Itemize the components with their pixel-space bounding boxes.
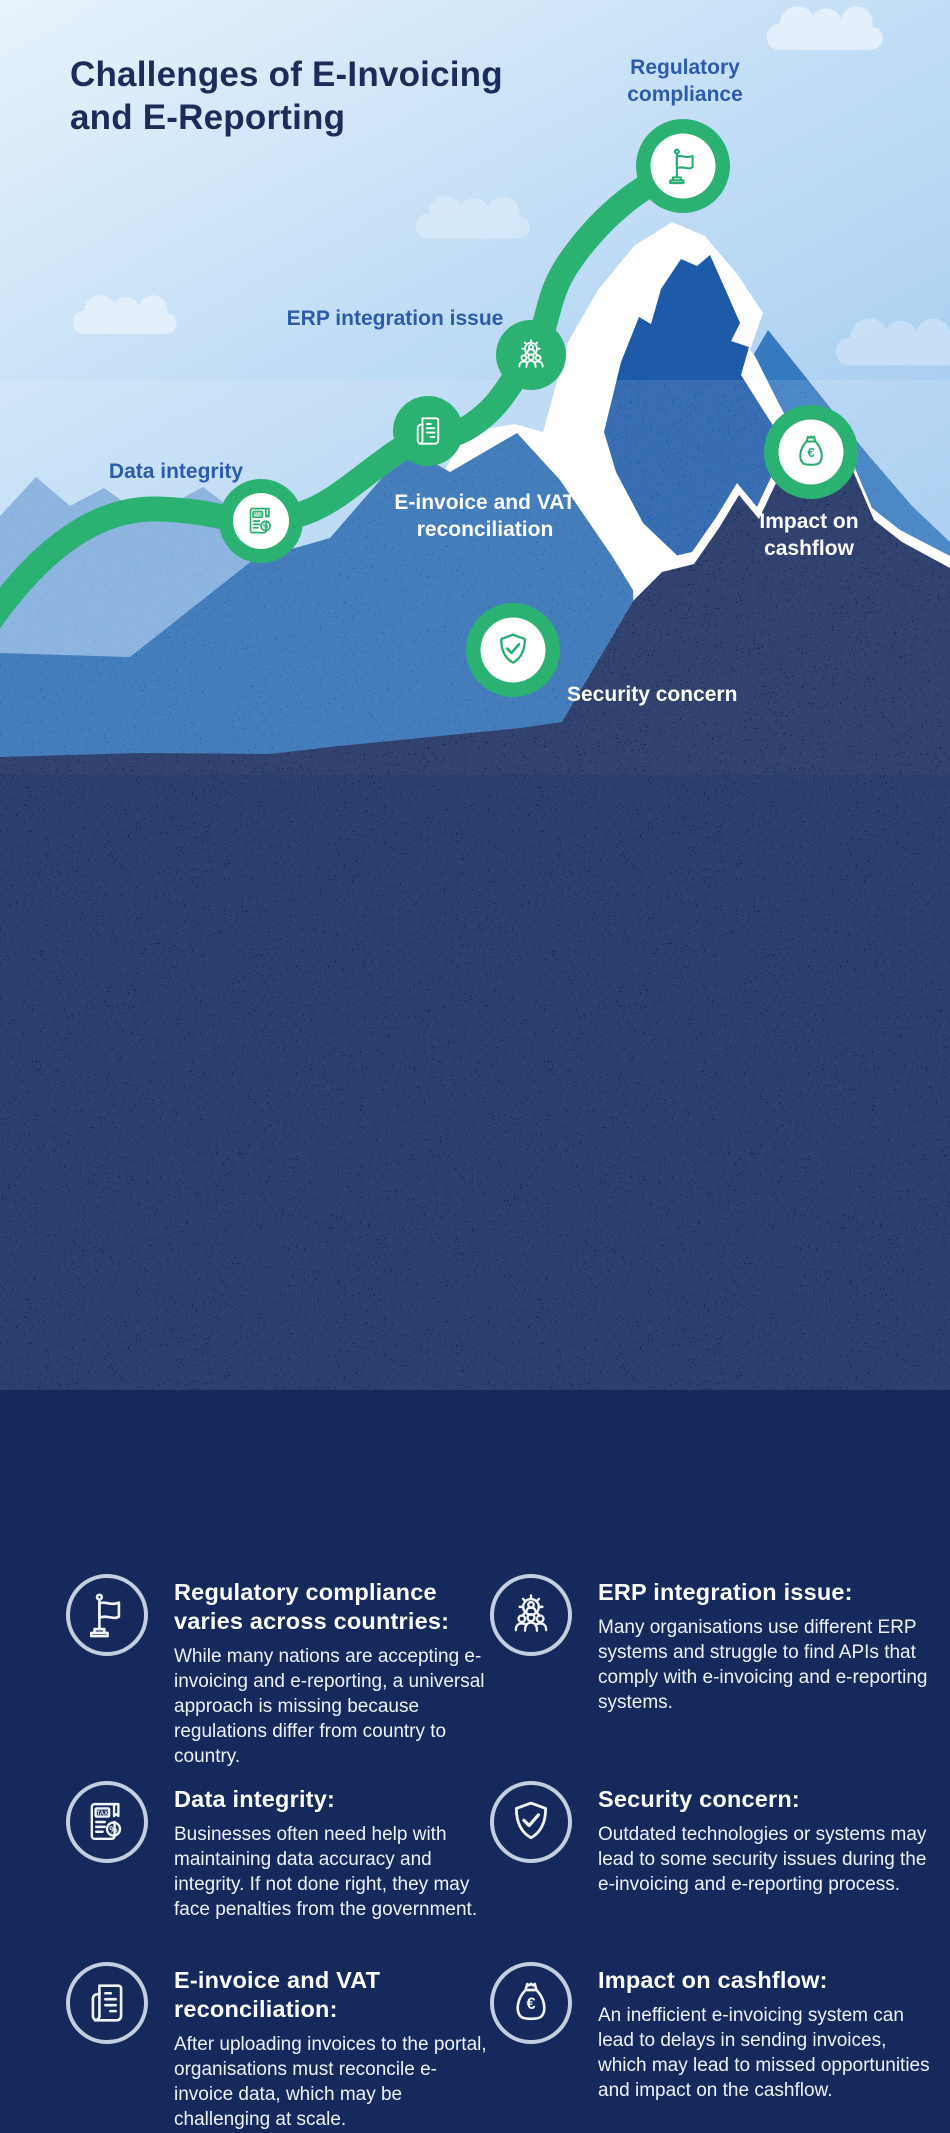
erp-gear-people-icon xyxy=(490,1574,572,1656)
detail-card-data-integrity: Data integrity: Businesses often need he… xyxy=(64,1779,492,1923)
detail-heading: Security concern: xyxy=(598,1786,800,1812)
mountain-label-regulatory: Regulatory compliance xyxy=(627,56,743,106)
node-regulatory-compliance xyxy=(636,119,730,213)
details-section: Regulatory compliance varies across coun… xyxy=(0,775,950,2130)
detail-card-security: Security concern: Outdated technologies … xyxy=(488,1779,932,1898)
detail-body: Businesses often need help with maintain… xyxy=(174,1824,478,1920)
mountain-label-data-integrity: Data integrity xyxy=(108,460,244,483)
detail-body: After uploading invoices to the portal, … xyxy=(174,2034,487,2130)
mountain-label-erp: ERP integration issue xyxy=(286,307,504,330)
node-security-concern xyxy=(466,603,560,697)
mountain-scene: € TAX % xyxy=(0,0,950,775)
node-data-integrity xyxy=(219,479,303,563)
mountain-scene-illustration: € TAX % xyxy=(0,0,950,775)
mountain-label-security-concern: Security concern xyxy=(567,683,738,706)
detail-heading: E-invoice and VAT reconciliation: xyxy=(174,1967,381,2023)
detail-body: While many nations are accepting e-invoi… xyxy=(174,1646,485,1767)
details-grain-texture xyxy=(0,775,950,1390)
detail-heading: Regulatory compliance varies across coun… xyxy=(174,1579,450,1635)
detail-heading: Impact on cashflow: xyxy=(598,1967,828,1993)
page-title: Challenges of E-Invoicing and E-Reportin… xyxy=(70,55,503,138)
detail-body: An inefficient e-invoicing system can le… xyxy=(598,2005,930,2101)
detail-body: Outdated technologies or systems may lea… xyxy=(598,1824,927,1895)
node-erp-integration xyxy=(496,320,566,390)
detail-card-erp: ERP integration issue: Many organisation… xyxy=(488,1572,932,1716)
detail-card-regulatory: Regulatory compliance varies across coun… xyxy=(64,1572,492,1770)
detail-body: Many organisations use different ERP sys… xyxy=(598,1617,928,1713)
money-bag-icon xyxy=(490,1962,572,2044)
detail-heading: ERP integration issue: xyxy=(598,1579,853,1605)
detail-card-einvoice-vat: E-invoice and VAT reconciliation: After … xyxy=(64,1960,492,2133)
detail-card-impact-cashflow: Impact on cashflow: An inefficient e-inv… xyxy=(488,1960,932,2104)
shield-check-icon xyxy=(490,1781,572,1863)
mountain-label-einvoice-vat: E-invoice and VAT reconciliation xyxy=(394,491,576,541)
node-einvoice-vat xyxy=(393,396,463,466)
mountain-label-impact-cashflow: Impact on cashflow xyxy=(759,510,859,560)
detail-heading: Data integrity: xyxy=(174,1786,335,1812)
invoice-document-icon xyxy=(66,1962,148,2044)
flag-icon xyxy=(66,1574,148,1656)
node-impact-cashflow xyxy=(764,405,858,499)
tax-document-icon xyxy=(66,1781,148,1863)
